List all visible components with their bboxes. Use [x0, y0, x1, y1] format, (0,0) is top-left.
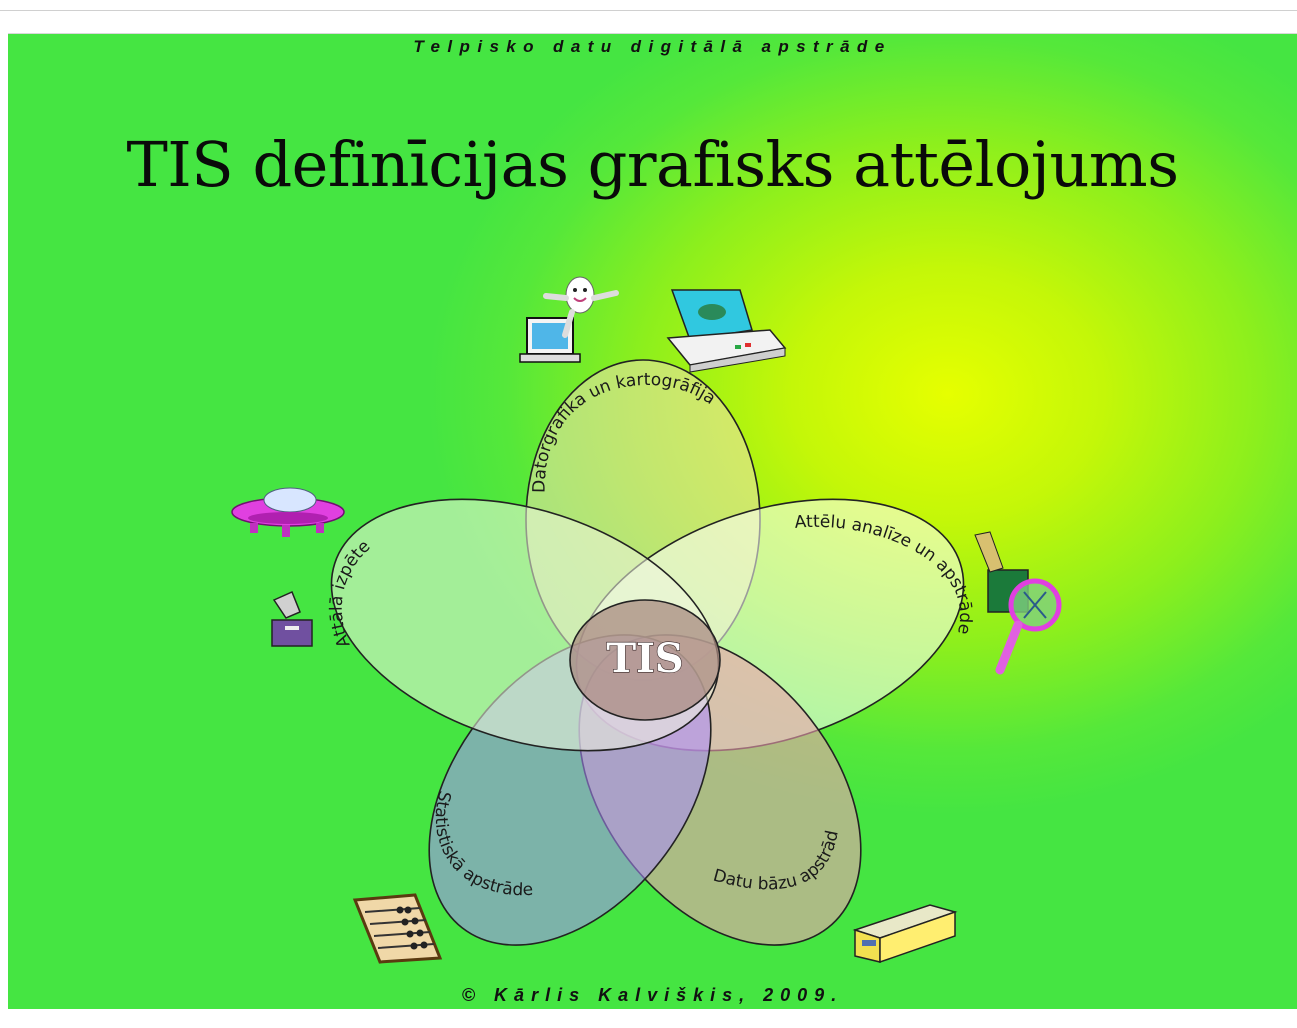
- ufo-icon: [231, 487, 345, 537]
- magnifier-icon: [974, 531, 1062, 675]
- microscope-icon: [271, 590, 313, 647]
- slide-title: TIS definīcijas grafisks attēlojums: [126, 128, 1179, 201]
- plotter-icon: [666, 289, 787, 373]
- top-border: [0, 10, 1297, 11]
- slide-subtitle: Telpisko datu digitālā apstrāde: [413, 37, 892, 56]
- center-circle: [569, 599, 721, 721]
- abacus-icon: [352, 893, 443, 964]
- computer-ghost-icon: [519, 276, 619, 363]
- copyright-footer: © Kārlis Kalviškis, 2009.: [461, 985, 844, 1005]
- center-label: TIS: [606, 635, 683, 682]
- filebox-icon: [852, 904, 958, 964]
